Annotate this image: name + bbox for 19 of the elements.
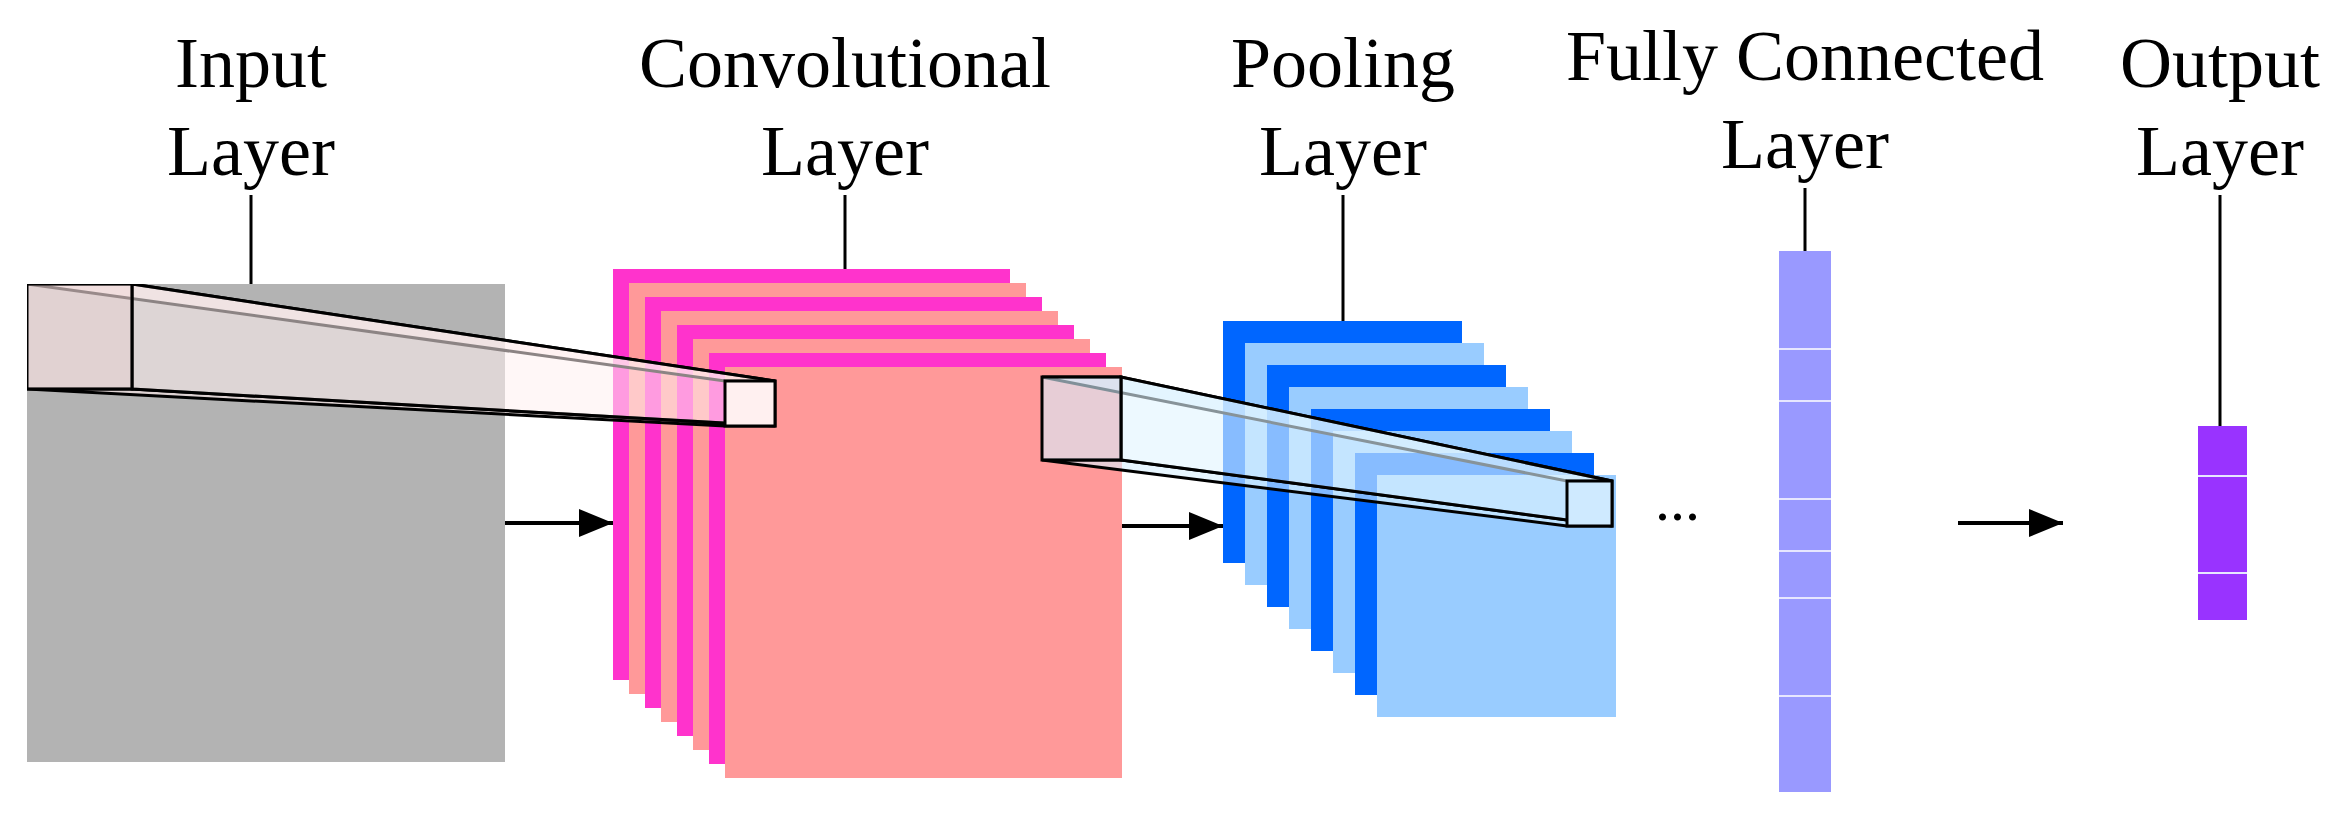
ellipsis-label: ... — [1655, 470, 1700, 530]
leader-line — [249, 195, 253, 284]
pooling-feature-map-stack — [1223, 321, 1616, 717]
leader-line — [843, 195, 847, 269]
leader-line — [2218, 195, 2222, 426]
layer-label: Output Layer — [2095, 15, 2344, 195]
arrow — [1958, 509, 2063, 537]
input-image-square — [27, 284, 505, 762]
output-bar — [2198, 426, 2247, 620]
convolution-feature-map-stack — [613, 269, 1122, 778]
layer-label: Input Layer — [136, 15, 366, 195]
fully-connected-bar — [1779, 251, 1831, 792]
leader-line — [1341, 195, 1345, 321]
layer-label: Fully Connected Layer — [1525, 8, 2085, 188]
arrow — [1122, 512, 1223, 540]
layer-label: Convolutional Layer — [605, 15, 1085, 195]
arrow — [505, 509, 613, 537]
leader-line — [1803, 188, 1807, 251]
layer-label: Pooling Layer — [1183, 15, 1503, 195]
